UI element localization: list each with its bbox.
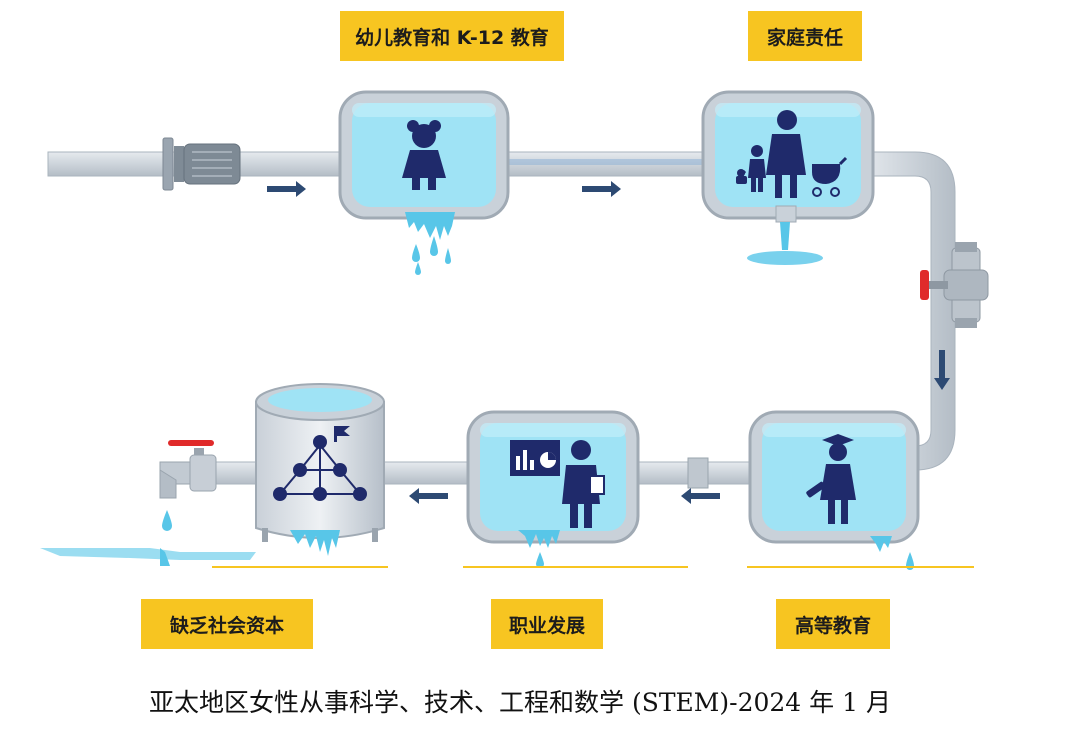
flow-arrows (267, 181, 950, 504)
girl-icon (402, 120, 446, 190)
tank-career (466, 410, 640, 544)
graduate-icon (806, 434, 856, 524)
label-social-capital: 缺乏社会资本 (141, 599, 313, 649)
water-drop-icon (40, 205, 914, 570)
ground-lines (212, 566, 974, 568)
label-career: 职业发展 (491, 599, 603, 649)
pump-icon (162, 137, 241, 191)
storage-tank (255, 383, 385, 542)
mother-with-children-icon (736, 110, 848, 198)
network-icon (273, 426, 367, 501)
label-early-education: 幼儿教育和 K-12 教育 (340, 11, 564, 61)
faucet-icon (159, 440, 217, 499)
label-family: 家庭责任 (748, 11, 862, 61)
caption: 亚太地区女性从事科学、技术、工程和数学 (STEM)-2024 年 1 月 (149, 688, 891, 717)
label-higher-education: 高等教育 (776, 599, 890, 649)
presenter-icon (510, 440, 605, 528)
valve-icon (920, 242, 989, 328)
